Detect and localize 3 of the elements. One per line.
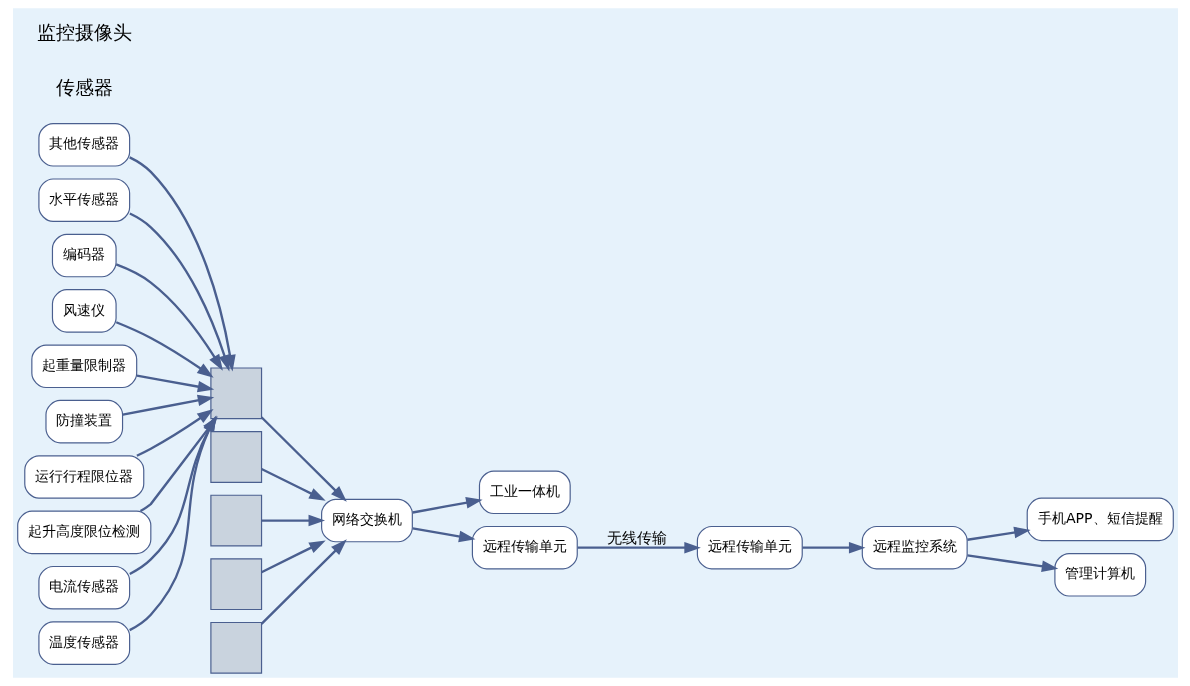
label: 监控摄像头 [36,21,132,43]
label: 传感器 [55,76,113,98]
edge-label: 无线传输 [606,529,667,548]
